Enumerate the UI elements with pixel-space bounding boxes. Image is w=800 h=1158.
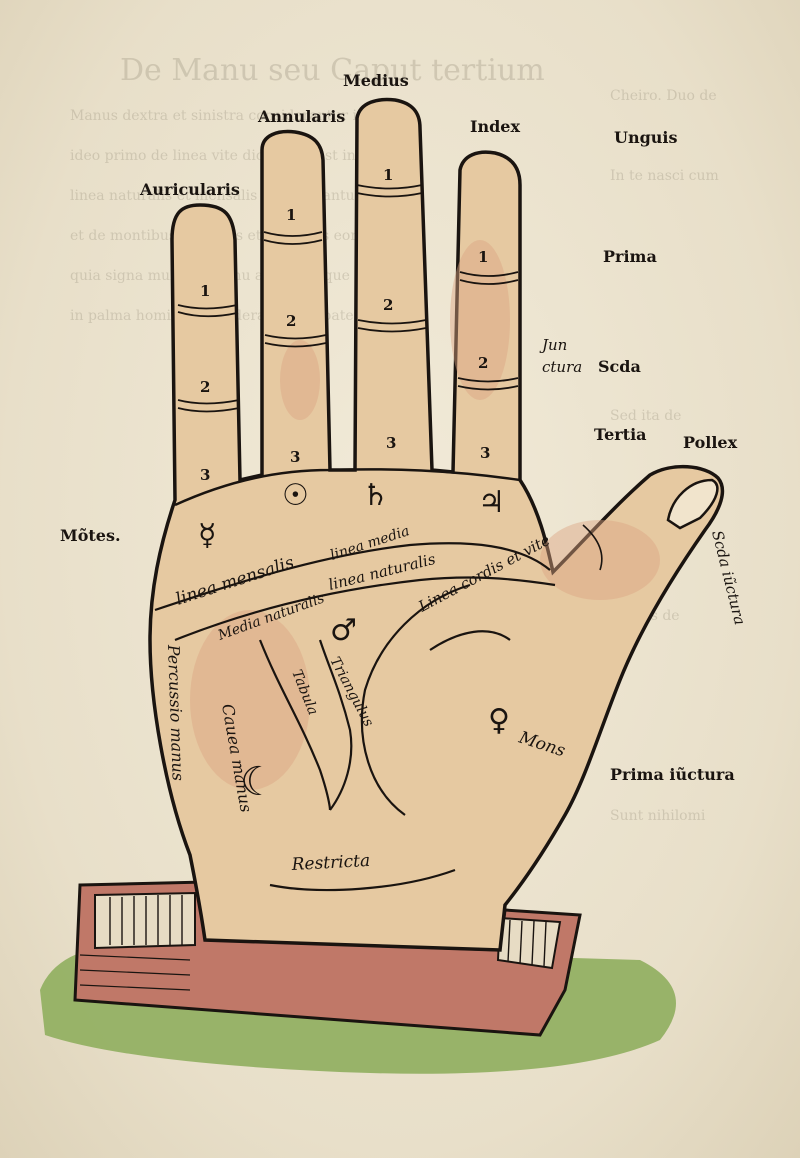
num-index-3: 3 <box>480 444 490 462</box>
palm-top-line <box>174 468 521 507</box>
line-mensalis <box>154 542 551 612</box>
num-annularis-3: 3 <box>290 448 300 466</box>
text-restricta: Restricta <box>290 851 370 875</box>
num-annularis-2: 2 <box>286 312 296 330</box>
num-auricularis-2: 2 <box>200 378 210 396</box>
line-cordis-vite <box>360 583 471 816</box>
thumb-nail <box>666 478 719 530</box>
label-prima: Prima <box>603 247 657 266</box>
label-annularis: Annularis <box>257 107 345 126</box>
num-auricularis-1: 1 <box>200 282 210 300</box>
line-tabula-left <box>258 639 332 811</box>
mars-icon: ♂ <box>330 613 357 648</box>
svg-text:Sunt nihilomi: Sunt nihilomi <box>610 808 706 824</box>
label-auricularis: Auricularis <box>139 180 240 199</box>
line-thumb-mount <box>429 630 511 651</box>
label-unguis: Unguis <box>614 128 678 147</box>
line-media <box>174 576 556 642</box>
num-index-2: 2 <box>478 354 488 372</box>
num-medius-3: 3 <box>386 434 396 452</box>
num-annularis-1: 1 <box>286 206 296 224</box>
palm-lines <box>154 542 556 892</box>
finger-creases <box>177 184 519 413</box>
label-junctura-b: ctura <box>542 358 582 376</box>
mercury-icon: ☿ <box>198 518 216 553</box>
line-tabula-mid <box>318 639 353 811</box>
thumb-crease <box>582 524 603 571</box>
num-index-1: 1 <box>478 248 488 266</box>
cuff-hatching-bottom <box>79 954 191 991</box>
label-index: Index <box>470 117 520 136</box>
hand-outline <box>148 97 725 952</box>
label-tertia: Tertia <box>594 425 647 444</box>
saturn-icon: ♄ <box>362 478 389 513</box>
venus-icon: ♀ <box>488 703 510 738</box>
num-medius-2: 2 <box>383 296 393 314</box>
svg-text:In te nasci cum: In te nasci cum <box>610 168 719 184</box>
cuff-opening-right <box>496 916 562 970</box>
text-percussio-manus: Percussio manus <box>164 643 188 781</box>
num-auricularis-3: 3 <box>200 466 210 484</box>
planet-symbols: ☿ ☉ ♄ ♃ ♂ ♀ ☾ <box>198 478 510 805</box>
sun-icon: ☉ <box>282 478 309 513</box>
label-secunda: Scda <box>598 357 641 376</box>
cuff-hatching-left <box>109 895 183 945</box>
cuff-hatching-right <box>507 919 547 967</box>
svg-text:Cheiro. Duo de: Cheiro. Duo de <box>610 88 717 104</box>
label-pollex: Pollex <box>683 433 738 452</box>
moon-icon: ☾ <box>240 759 276 805</box>
label-montes: Mõtes. <box>60 526 121 545</box>
line-restricta <box>269 868 456 892</box>
label-medius: Medius <box>343 71 409 90</box>
label-prima-iunctura: Prima iũctura <box>610 765 735 784</box>
num-medius-1: 1 <box>383 166 393 184</box>
phalanx-numbers: 1 2 3 1 2 3 1 2 3 1 2 3 <box>200 166 490 484</box>
svg-text:Sed ita de: Sed ita de <box>610 408 681 424</box>
label-secunda-iunctura: Scda iũctura <box>708 529 749 627</box>
svg-text:Manus dextra et sinistra consi: Manus dextra et sinistra considerantur i… <box>70 108 397 124</box>
svg-text:De Manu seu Caput tertium: De Manu seu Caput tertium <box>120 53 545 88</box>
jupiter-icon: ♃ <box>478 485 505 520</box>
skin-tint <box>190 240 660 790</box>
svg-text:ideo primo de linea vite dicen: ideo primo de linea vite dicendum est in… <box>70 148 387 164</box>
label-junctura-a: Jun <box>539 336 567 354</box>
